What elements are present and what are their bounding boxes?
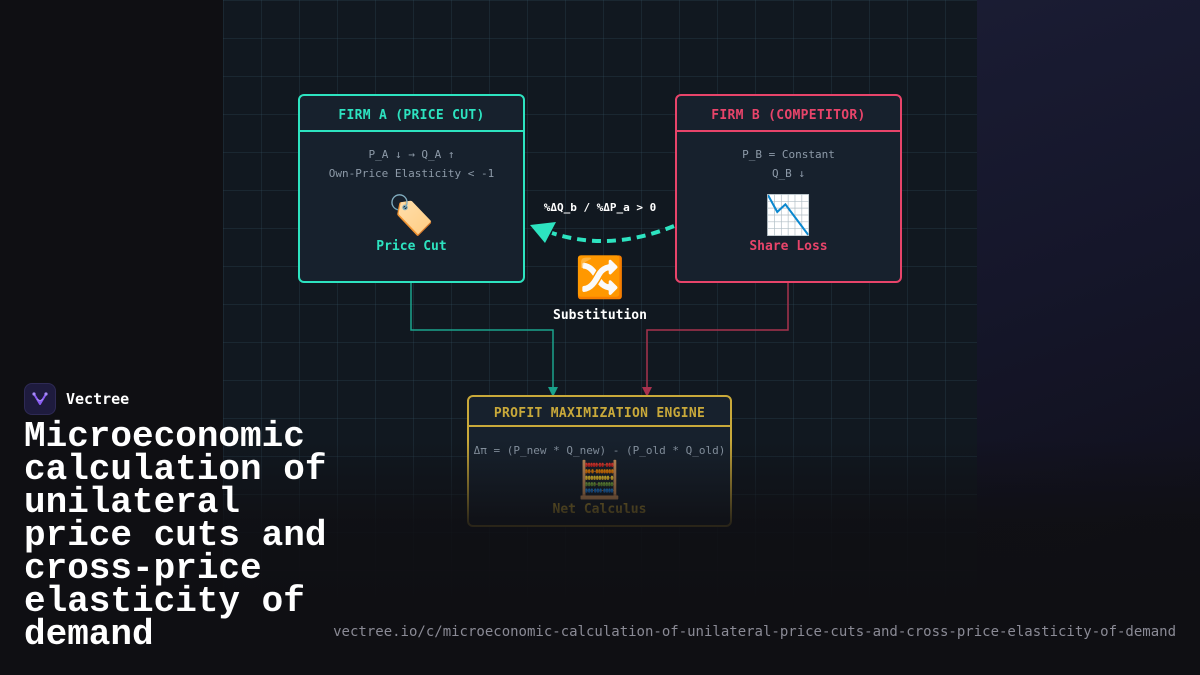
substitution-label: Substitution: [553, 308, 647, 323]
substitution-flow-arrow: [551, 224, 675, 244]
firm-a-elasticity: Own-Price Elasticity < -1: [328, 167, 495, 180]
firm-a-title: FIRM A (PRICE CUT): [300, 96, 523, 132]
engine-title: PROFIT MAXIMIZATION ENGINE: [469, 397, 730, 427]
firm-a-price-quantity: P_A ↓ → Q_A ↑: [368, 148, 455, 161]
page-url: vectree.io/c/microeconomic-calculation-o…: [333, 624, 1176, 640]
brand-name: Vectree: [66, 390, 130, 408]
page-title: Microeconomic calculation of unilateral …: [24, 416, 327, 655]
firm-a-caption: Price Cut: [376, 239, 447, 254]
firm-a-node: FIRM A (PRICE CUT) P_A ↓ → Q_A ↑ Own-Pri…: [298, 94, 525, 283]
profit-engine-node: PROFIT MAXIMIZATION ENGINE Δπ = (P_new *…: [467, 395, 732, 527]
firm-b-title: FIRM B (COMPETITOR): [677, 96, 900, 132]
engine-caption: Net Calculus: [552, 502, 647, 517]
connector-firm-b-to-engine: [642, 283, 789, 397]
price-tag-icon: 🏷️: [387, 193, 436, 237]
cross-price-elasticity-label: %ΔQ_b / %ΔP_a > 0: [543, 201, 657, 214]
connector-firm-a-to-engine: [410, 283, 558, 397]
firm-b-quantity: Q_B ↓: [771, 167, 806, 180]
vectree-logo-icon: [24, 383, 56, 415]
firm-b-price: P_B = Constant: [742, 148, 835, 161]
chart-decreasing-icon: 📉: [764, 193, 813, 237]
abacus-icon: 🧮: [577, 460, 622, 501]
brand: Vectree: [24, 382, 129, 416]
engine-formula: Δπ = (P_new * Q_new) - (P_old * Q_old): [473, 444, 726, 457]
shuffle-icon: 🔀: [575, 255, 625, 301]
substitution-arrow-head: [530, 222, 556, 243]
firm-b-node: FIRM B (COMPETITOR) P_B = Constant Q_B ↓…: [675, 94, 902, 283]
firm-b-caption: Share Loss: [749, 239, 828, 254]
